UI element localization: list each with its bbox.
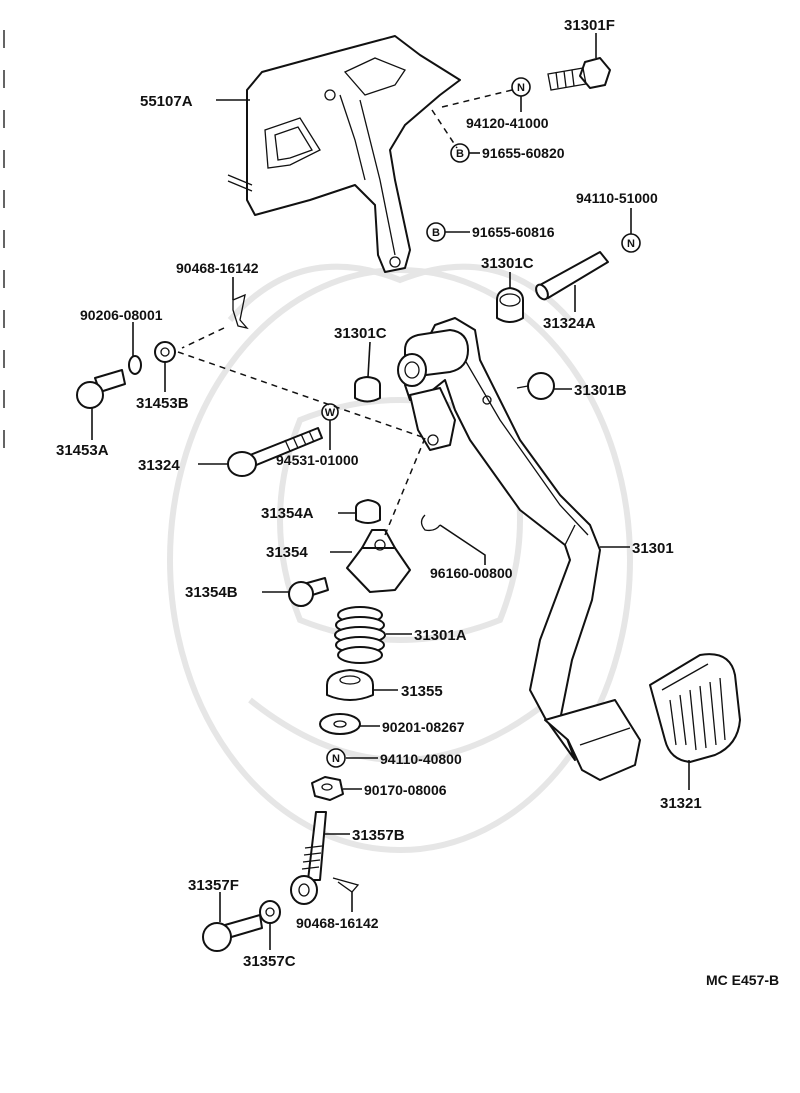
bushing-31453b-drawing	[154, 341, 176, 363]
pedal-pad-31321-drawing	[649, 653, 741, 763]
bolt-symbol-91655-60816: B	[426, 222, 446, 242]
bracket-55107a-drawing	[227, 35, 461, 273]
nut-symbol-94120-41000: N	[511, 77, 531, 97]
label-31324a: 31324A	[543, 315, 596, 332]
label-90468-16142-bottom: 90468-16142	[296, 915, 379, 931]
label-94110-40800: 94110-40800	[380, 751, 462, 767]
nut-symbol-94110-51000: N	[621, 233, 641, 253]
label-31354b: 31354B	[185, 584, 238, 601]
label-31301c-left: 31301C	[334, 325, 387, 342]
pin-31357f-drawing	[202, 914, 263, 952]
label-31301a: 31301A	[414, 627, 467, 644]
cap-31301b-drawing	[516, 372, 555, 400]
label-31453a: 31453A	[56, 442, 109, 459]
bolt-symbol-91655-60820: B	[450, 143, 470, 163]
clevis-31354-drawing	[346, 529, 411, 593]
washer-90206-08001-drawing	[128, 355, 142, 375]
pin-31354b-drawing	[288, 577, 329, 607]
svg-text:N: N	[517, 82, 525, 94]
bolt-31301f-drawing	[547, 57, 611, 91]
nut-90170-08006-drawing	[311, 776, 344, 801]
label-94110-51000: 94110-51000	[576, 190, 658, 206]
label-31453b: 31453B	[136, 395, 189, 412]
washer-symbol-94531-01000: W	[321, 403, 339, 421]
leader-lines	[91, 33, 690, 950]
washer-90201-08267-drawing	[319, 713, 361, 735]
diagram-code: MC E457-B	[706, 972, 779, 988]
clip-96160-00800-drawing	[420, 514, 441, 532]
pedal-31301-drawing	[397, 317, 641, 781]
svg-text:B: B	[456, 148, 464, 160]
label-90201-08267: 90201-08267	[382, 719, 465, 735]
label-31301b: 31301B	[574, 382, 627, 399]
pin-31453a-drawing	[76, 369, 126, 409]
label-55107a: 55107A	[140, 93, 193, 110]
spring-31301a-drawing	[334, 606, 386, 664]
bushing-31301c-right-drawing	[496, 287, 524, 323]
label-31355: 31355	[401, 683, 443, 700]
label-31357f: 31357F	[188, 877, 239, 894]
label-96160-00800: 96160-00800	[430, 565, 513, 581]
label-90170-08006: 90170-08006	[364, 782, 447, 798]
label-90468-16142-top: 90468-16142	[176, 260, 259, 276]
label-31357b: 31357B	[352, 827, 405, 844]
label-31301: 31301	[632, 540, 674, 557]
label-31357c: 31357C	[243, 953, 296, 970]
label-31321: 31321	[660, 795, 702, 812]
label-90206-08001: 90206-08001	[80, 307, 163, 323]
bolt-31324-drawing	[227, 427, 323, 477]
clip-90468-16142-bottom-drawing	[332, 877, 360, 893]
label-31354a: 31354A	[261, 505, 314, 522]
bushing-31357c-drawing	[259, 900, 281, 924]
bushing-31354a-drawing	[355, 499, 381, 524]
label-94120-41000: 94120-41000	[466, 115, 549, 131]
bushing-31301c-left-drawing	[354, 376, 381, 403]
label-31301c-right: 31301C	[481, 255, 534, 272]
svg-text:B: B	[432, 227, 440, 239]
label-31301f: 31301F	[564, 17, 615, 34]
pin-31324a-drawing	[535, 251, 609, 301]
svg-text:N: N	[332, 753, 340, 765]
svg-text:W: W	[325, 407, 336, 419]
label-91655-60820: 91655-60820	[482, 145, 565, 161]
seat-31355-drawing	[326, 669, 374, 701]
label-91655-60816: 91655-60816	[472, 224, 555, 240]
clip-90468-16142-top-drawing	[232, 293, 249, 330]
assembly-dashed-lines	[177, 89, 513, 536]
label-31324: 31324	[138, 457, 180, 474]
label-31354: 31354	[266, 544, 308, 561]
rod-31357b-drawing	[290, 811, 327, 905]
label-94531-01000: 94531-01000	[276, 452, 359, 468]
nut-symbol-94110-40800: N	[326, 748, 346, 768]
svg-text:N: N	[627, 238, 635, 250]
part-labels: 31301F 55107A 94120-41000 91655-60820 94…	[56, 17, 779, 988]
